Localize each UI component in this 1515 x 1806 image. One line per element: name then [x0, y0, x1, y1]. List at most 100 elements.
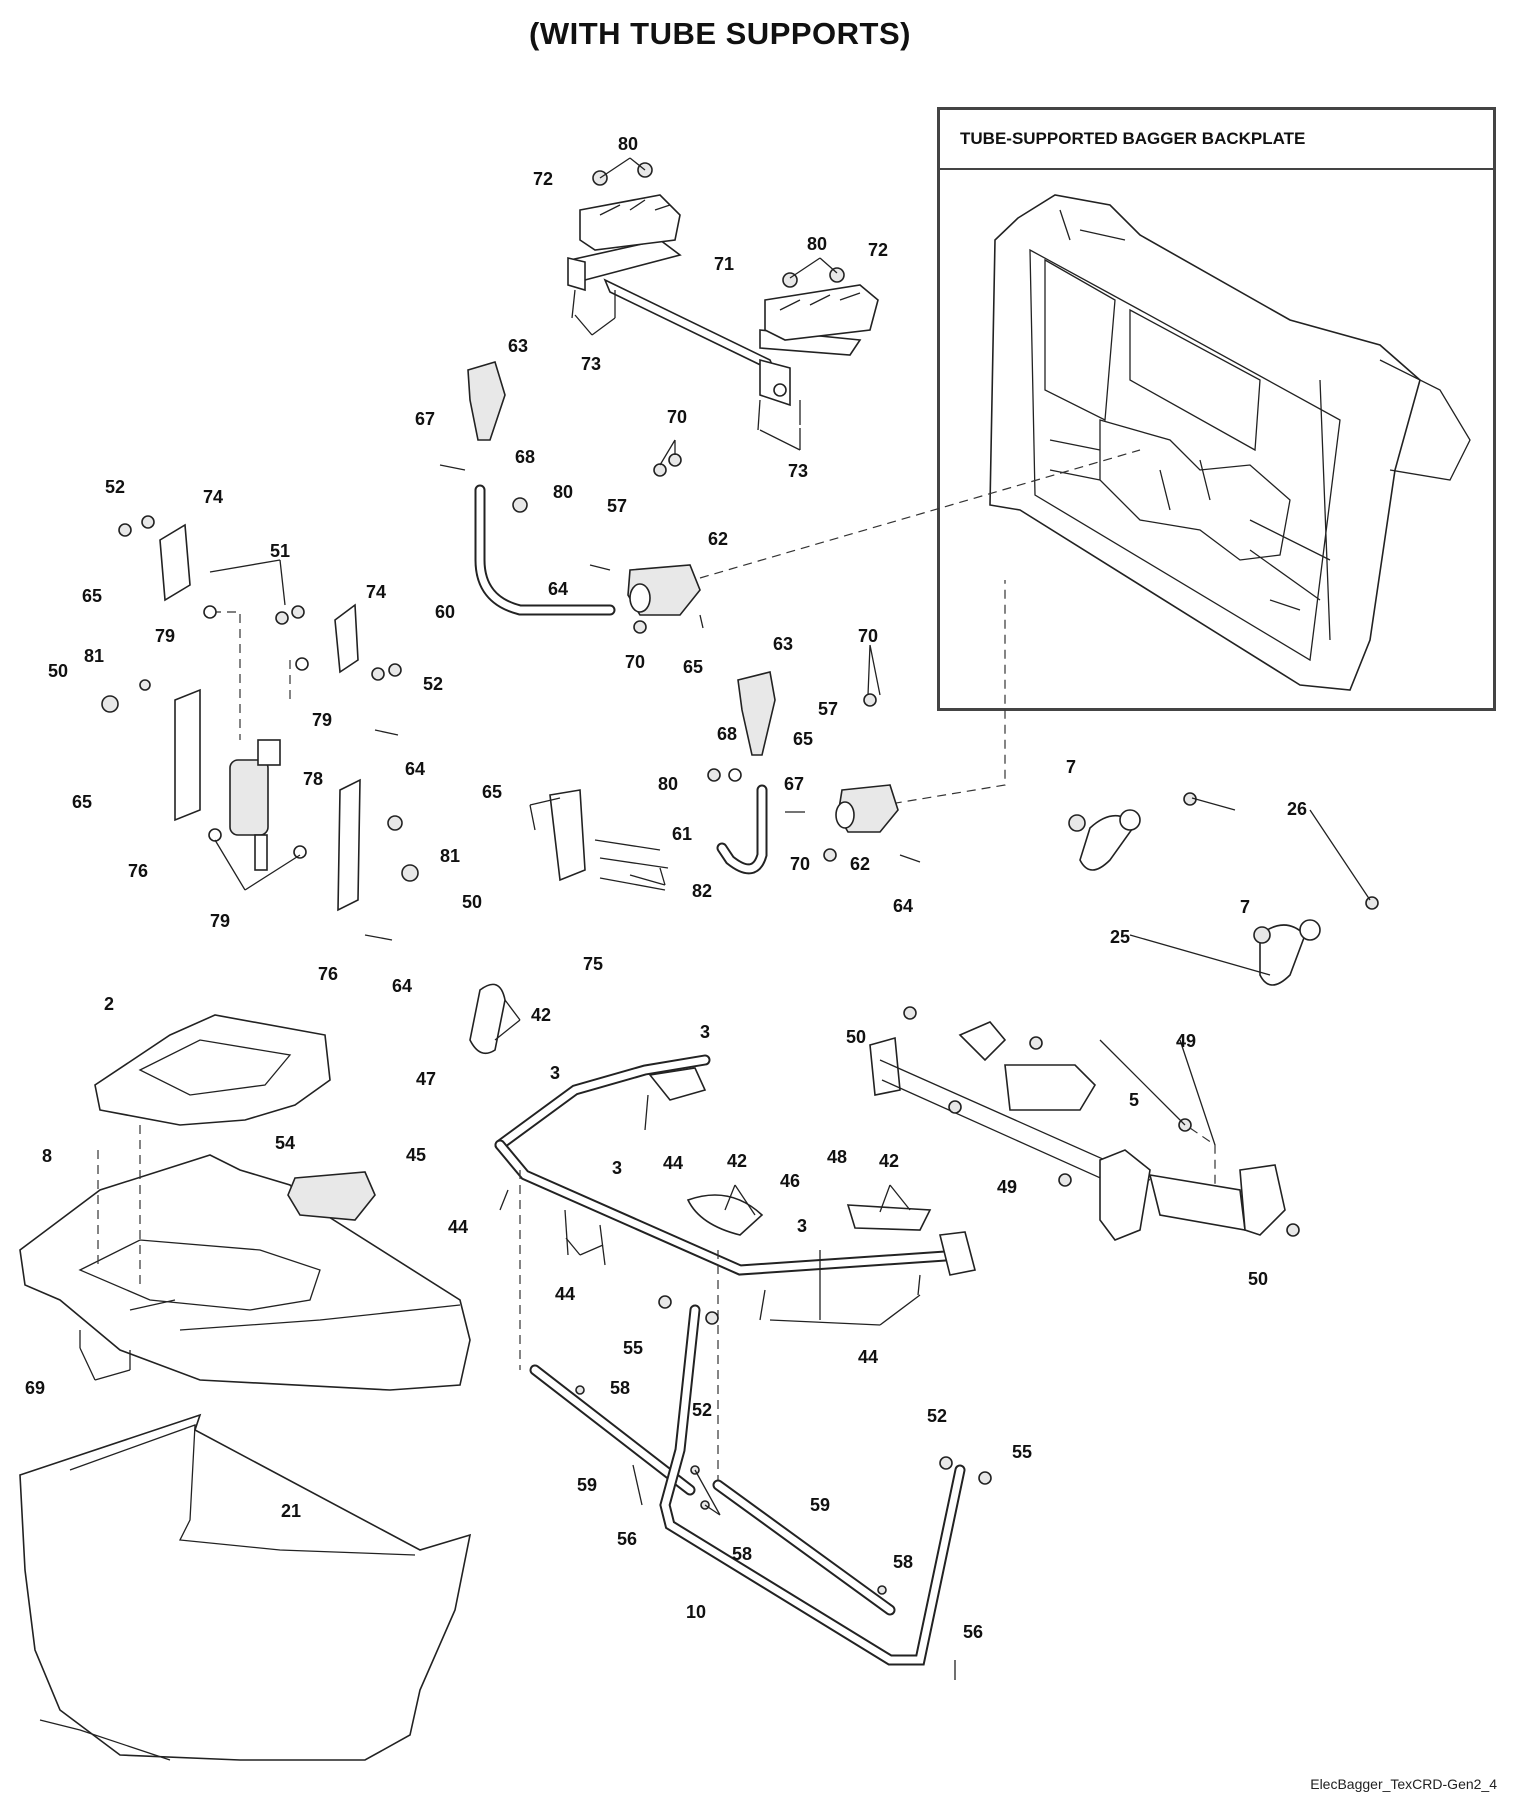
- callout-70: 70: [667, 407, 687, 427]
- callout-80: 80: [553, 482, 573, 502]
- callout-5: 5: [1129, 1090, 1139, 1110]
- callout-7: 7: [1066, 757, 1076, 777]
- callout-44: 44: [555, 1284, 575, 1304]
- callout-labels: 80 72 71 80 72 73 73 63 67 68 80 70 57 6…: [25, 134, 1307, 1642]
- callout-58: 58: [610, 1378, 630, 1398]
- callout-74: 74: [203, 487, 223, 507]
- callout-74: 74: [366, 582, 386, 602]
- callout-57: 57: [818, 699, 838, 719]
- callout-48: 48: [827, 1147, 847, 1167]
- callout-59: 59: [810, 1495, 830, 1515]
- callout-49: 49: [997, 1177, 1017, 1197]
- callout-49: 49: [1176, 1031, 1196, 1051]
- callout-7: 7: [1240, 897, 1250, 917]
- callout-21: 21: [281, 1501, 301, 1521]
- callout-58: 58: [893, 1552, 913, 1572]
- callout-73: 73: [788, 461, 808, 481]
- callout-56: 56: [617, 1529, 637, 1549]
- callout-80: 80: [658, 774, 678, 794]
- callout-64: 64: [548, 579, 568, 599]
- callout-81: 81: [440, 846, 460, 866]
- callout-65: 65: [683, 657, 703, 677]
- callout-8: 8: [42, 1146, 52, 1166]
- callout-10: 10: [686, 1602, 706, 1622]
- callout-45: 45: [406, 1145, 426, 1165]
- callout-56: 56: [963, 1622, 983, 1642]
- callout-25: 25: [1110, 927, 1130, 947]
- callout-73: 73: [581, 354, 601, 374]
- callout-50: 50: [462, 892, 482, 912]
- callout-3: 3: [612, 1158, 622, 1178]
- callout-52: 52: [927, 1406, 947, 1426]
- callout-50: 50: [846, 1027, 866, 1047]
- inset-panel: TUBE-SUPPORTED BAGGER BACKPLATE: [937, 107, 1496, 711]
- callout-54: 54: [275, 1133, 295, 1153]
- mount-adapter: [869, 1006, 1300, 1241]
- callout-60: 60: [435, 602, 455, 622]
- callout-58: 58: [732, 1544, 752, 1564]
- callout-3: 3: [700, 1022, 710, 1042]
- callout-50: 50: [48, 661, 68, 681]
- callout-3: 3: [797, 1216, 807, 1236]
- callout-70: 70: [625, 652, 645, 672]
- callout-52: 52: [105, 477, 125, 497]
- callout-63: 63: [508, 336, 528, 356]
- callout-69: 69: [25, 1378, 45, 1398]
- callout-57: 57: [607, 496, 627, 516]
- backplate-leader-upper: [699, 449, 1141, 579]
- callout-80: 80: [807, 234, 827, 254]
- callout-79: 79: [210, 911, 230, 931]
- callout-42: 42: [531, 1005, 551, 1025]
- backplate-illustration: [989, 194, 1471, 691]
- callout-67: 67: [784, 774, 804, 794]
- callout-81: 81: [84, 646, 104, 666]
- leader-lines: [79, 157, 1371, 1516]
- bag-handles: [1068, 792, 1379, 986]
- support-tubes: [529, 1295, 992, 1680]
- callout-65: 65: [482, 782, 502, 802]
- callout-62: 62: [708, 529, 728, 549]
- callout-61: 61: [672, 824, 692, 844]
- callout-62: 62: [850, 854, 870, 874]
- callout-64: 64: [405, 759, 425, 779]
- callout-47: 47: [416, 1069, 436, 1089]
- callout-70: 70: [858, 626, 878, 646]
- callout-65: 65: [793, 729, 813, 749]
- callout-65: 65: [82, 586, 102, 606]
- bagger-body: [19, 1014, 472, 1761]
- drawing-id: ElecBagger_TexCRD-Gen2_4: [1310, 1776, 1497, 1792]
- callout-78: 78: [303, 769, 323, 789]
- callout-52: 52: [423, 674, 443, 694]
- callout-59: 59: [577, 1475, 597, 1495]
- callout-44: 44: [858, 1347, 878, 1367]
- callout-44: 44: [448, 1217, 468, 1237]
- callout-72: 72: [868, 240, 888, 260]
- callout-52: 52: [692, 1400, 712, 1420]
- left-tube-holder: [439, 361, 704, 634]
- callout-63: 63: [773, 634, 793, 654]
- callout-3: 3: [550, 1063, 560, 1083]
- callout-55: 55: [1012, 1442, 1032, 1462]
- callout-80: 80: [618, 134, 638, 154]
- callout-42: 42: [879, 1151, 899, 1171]
- actuator-assembly: [101, 515, 419, 941]
- callout-55: 55: [623, 1338, 643, 1358]
- diagram-title: (WITH TUBE SUPPORTS): [529, 16, 911, 51]
- callout-68: 68: [717, 724, 737, 744]
- callout-72: 72: [533, 169, 553, 189]
- callout-64: 64: [392, 976, 412, 996]
- bag-frame: [469, 983, 976, 1485]
- inset-title: TUBE-SUPPORTED BAGGER BACKPLATE: [940, 110, 1493, 170]
- callout-2: 2: [104, 994, 114, 1014]
- callout-64: 64: [893, 896, 913, 916]
- callout-68: 68: [515, 447, 535, 467]
- rear-tube-assembly: [567, 162, 879, 431]
- bracket-75: [549, 789, 669, 891]
- backplate-leader-lower: [877, 580, 1006, 807]
- callout-70: 70: [790, 854, 810, 874]
- callout-42: 42: [727, 1151, 747, 1171]
- right-tube-holder: [707, 671, 921, 875]
- callout-79: 79: [312, 710, 332, 730]
- callout-71: 71: [714, 254, 734, 274]
